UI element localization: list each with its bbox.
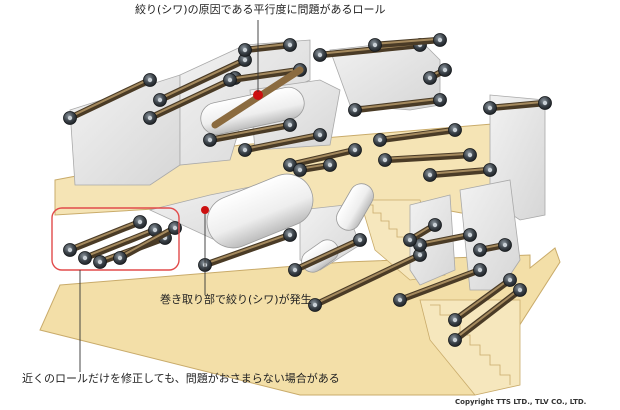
label-problem-roll: 絞り(シワ)の原因である平行度に問題があるロール	[135, 2, 385, 16]
roller	[378, 148, 477, 167]
bearing	[143, 73, 157, 87]
near-rollers-highlight	[51, 207, 180, 271]
roller	[238, 38, 297, 57]
bearing	[353, 233, 367, 247]
bearing	[513, 283, 527, 297]
roller	[78, 223, 162, 265]
bearing	[238, 143, 252, 157]
bearing	[428, 218, 442, 232]
roller	[153, 53, 252, 107]
bearing	[448, 123, 462, 137]
bearing	[113, 251, 127, 265]
bearing	[473, 263, 487, 277]
roller	[368, 33, 447, 52]
bearing	[373, 133, 387, 147]
bearing	[348, 103, 362, 117]
bearing	[238, 43, 252, 57]
bearing	[413, 238, 427, 252]
bearing	[378, 153, 392, 167]
roller	[308, 248, 427, 312]
bearing	[148, 223, 162, 237]
bearing	[143, 111, 157, 125]
upper-web	[69, 39, 546, 221]
roller	[283, 143, 362, 172]
roller	[63, 73, 157, 125]
bearing	[168, 221, 182, 235]
bearing	[348, 143, 362, 157]
roller	[113, 221, 182, 265]
white-rolls	[200, 86, 374, 273]
roller	[203, 118, 297, 147]
bearing	[433, 93, 447, 107]
bearing	[283, 118, 297, 132]
bearing	[153, 93, 167, 107]
bearing	[473, 243, 487, 257]
bearing	[63, 111, 77, 125]
bearing	[423, 168, 437, 182]
bearing	[288, 263, 302, 277]
roller	[293, 158, 337, 177]
bearing	[423, 71, 437, 85]
bearing	[503, 273, 517, 287]
roller	[448, 273, 517, 327]
bearing	[483, 101, 497, 115]
bearing	[463, 148, 477, 162]
bearing	[283, 228, 297, 242]
label-near-rolls-note: 近くのロールだけを修正しても、問題がおさまらない場合がある	[22, 371, 340, 385]
roller	[373, 123, 462, 147]
roller	[448, 283, 527, 347]
label-wrinkle-at-winding: 巻き取り部で絞り(シワ)が発生	[160, 292, 312, 306]
bearing	[238, 53, 252, 67]
problem-roller	[211, 66, 304, 129]
bearing	[538, 96, 552, 110]
bearing	[308, 298, 322, 312]
roller	[403, 218, 442, 247]
roller	[473, 238, 512, 257]
bearing	[498, 238, 512, 252]
bearing	[413, 248, 427, 262]
bearing	[223, 73, 237, 87]
roller	[423, 163, 497, 182]
bearing	[283, 38, 297, 52]
leader-lines	[79, 20, 259, 372]
roller	[483, 96, 552, 115]
copyright: Copyright TTS LTD., TLV CO., LTD.	[455, 398, 586, 406]
roller	[393, 263, 487, 307]
bearing	[63, 243, 77, 257]
bearing	[393, 293, 407, 307]
roller	[288, 233, 367, 277]
roller	[348, 93, 447, 117]
bearing	[133, 215, 147, 229]
bearing	[93, 255, 107, 269]
roller	[238, 128, 327, 157]
bearing	[368, 38, 382, 52]
bearing	[323, 158, 337, 172]
problem-marker	[253, 90, 263, 100]
bearing	[483, 163, 497, 177]
rollers	[63, 33, 552, 347]
roller	[413, 228, 477, 252]
bearing	[438, 63, 452, 77]
bearing	[313, 48, 327, 62]
bearing	[293, 163, 307, 177]
bearing	[78, 251, 92, 265]
wrinkle-marker	[201, 206, 209, 214]
bearing	[448, 313, 462, 327]
roller	[63, 215, 147, 257]
bearing	[448, 333, 462, 347]
bearing	[463, 228, 477, 242]
bearing	[203, 133, 217, 147]
bearing	[313, 128, 327, 142]
roller	[423, 63, 452, 85]
bearing	[403, 233, 417, 247]
bearing	[433, 33, 447, 47]
